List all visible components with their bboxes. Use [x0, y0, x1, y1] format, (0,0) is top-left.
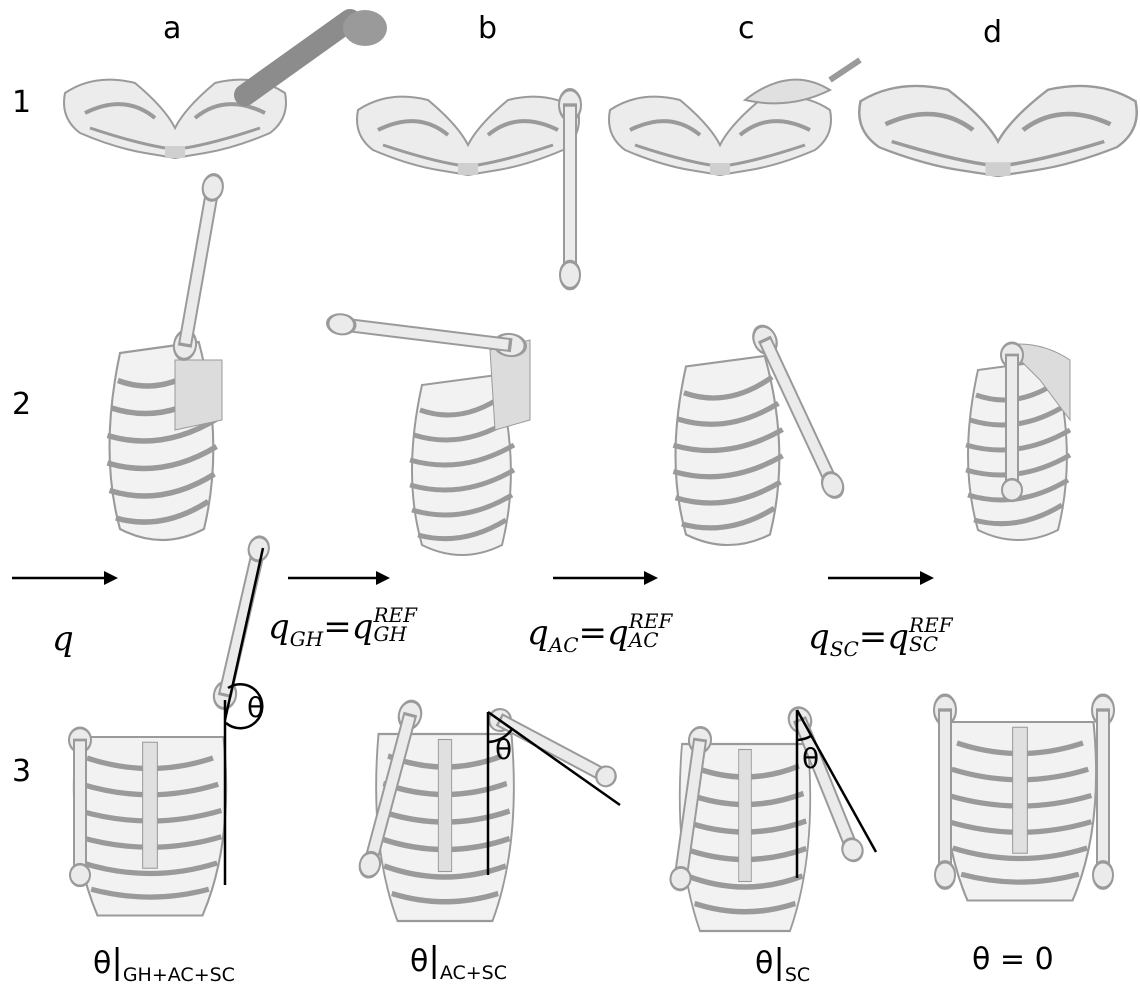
theta-label-a: θ	[247, 694, 264, 722]
caption-theta-zero: θ = 0	[972, 945, 1054, 975]
caption-gh-ac-sc: θ|GH+AC+SC	[93, 945, 235, 979]
theta-label-c: θ	[802, 745, 819, 773]
caption-sc: θ|SC	[755, 945, 810, 979]
theta-label-b: θ	[495, 736, 512, 764]
arrow-label-q: q	[52, 622, 74, 656]
caption-ac-sc: θ|AC+SC	[410, 943, 507, 977]
